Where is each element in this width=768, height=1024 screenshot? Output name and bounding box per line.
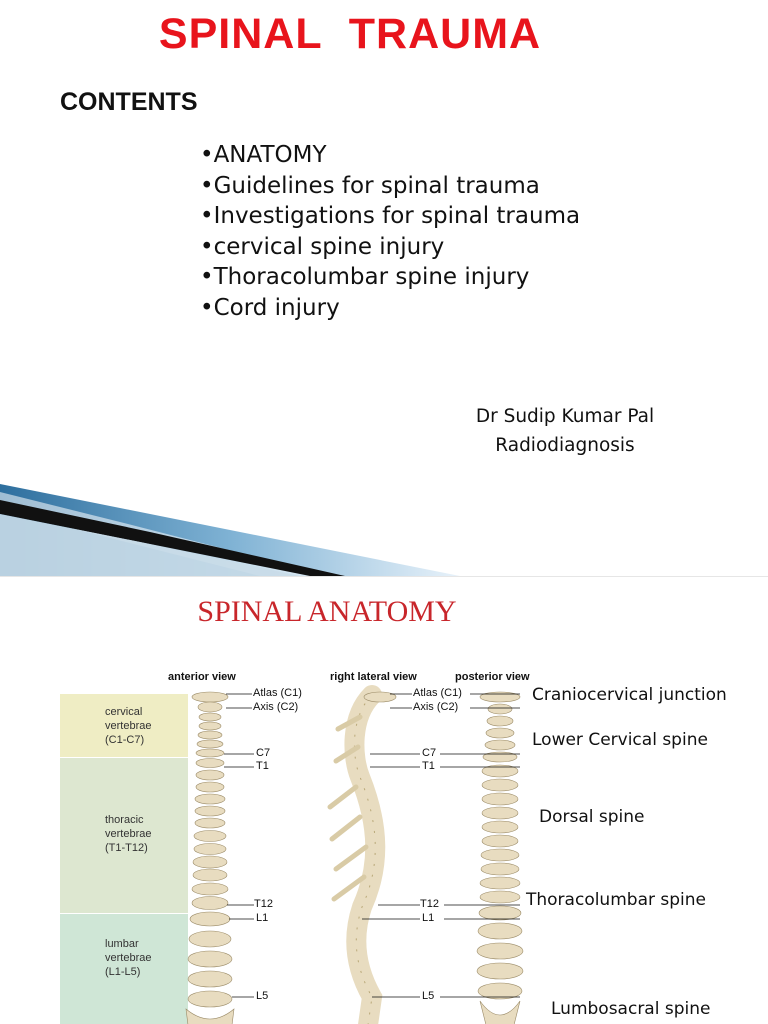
anatomy-slide: SPINAL ANATOMY anterior view right later… bbox=[0, 576, 768, 1024]
contents-item: Cord injury bbox=[200, 293, 580, 324]
label-t12-lateral: T12 bbox=[420, 898, 439, 910]
contents-item: Guidelines for spinal trauma bbox=[200, 171, 580, 202]
contents-item: ANATOMY bbox=[200, 140, 580, 171]
view-label-anterior: anterior view bbox=[168, 671, 236, 683]
label-l1-lateral: L1 bbox=[422, 912, 435, 924]
contents-heading: CONTENTS bbox=[60, 88, 198, 116]
lumbar-band-label: lumbar vertebrae (L1-L5) bbox=[105, 938, 152, 978]
label-l5: L5 bbox=[256, 990, 269, 1002]
lateral-spine bbox=[327, 685, 397, 1024]
cervical-band-label: cervical vertebrae (C1-C7) bbox=[105, 706, 152, 746]
title-slide: SPINAL TRAUMA CONTENTS ANATOMY Guideline… bbox=[0, 0, 768, 576]
author-name: Dr Sudip Kumar Pal bbox=[475, 406, 655, 427]
contents-item: Thoracolumbar spine injury bbox=[200, 262, 580, 293]
posterior-spine bbox=[476, 691, 524, 1024]
view-label-posterior: posterior view bbox=[455, 671, 530, 683]
region-lumbosacral: Lumbosacral spine bbox=[551, 999, 711, 1019]
thoracic-band-label: thoracic vertebrae (T1-T12) bbox=[105, 814, 152, 854]
label-axis: Axis (C2) bbox=[253, 701, 299, 713]
region-dorsal: Dorsal spine bbox=[539, 807, 645, 827]
label-axis-lateral: Axis (C2) bbox=[413, 701, 459, 713]
leader-lines bbox=[224, 693, 520, 998]
label-atlas-lateral: Atlas (C1) bbox=[413, 687, 462, 699]
slide-title: SPINAL ANATOMY bbox=[197, 595, 457, 628]
label-atlas: Atlas (C1) bbox=[253, 687, 302, 699]
slide-title: SPINAL TRAUMA bbox=[158, 10, 542, 58]
label-t1: T1 bbox=[256, 760, 269, 772]
region-craniocervical: Craniocervical junction bbox=[532, 685, 727, 705]
label-l5-lateral: L5 bbox=[422, 990, 435, 1002]
cervical-band bbox=[60, 694, 188, 757]
spine-diagram: anterior view right lateral view posteri… bbox=[0, 657, 768, 1024]
anterior-spine bbox=[185, 691, 235, 1024]
author-block: Dr Sudip Kumar Pal Radiodiagnosis bbox=[440, 402, 690, 460]
label-c7: C7 bbox=[256, 747, 271, 759]
label-c7-lateral: C7 bbox=[422, 747, 437, 759]
view-label-lateral: right lateral view bbox=[330, 671, 417, 683]
region-lower-cervical: Lower Cervical spine bbox=[532, 730, 708, 750]
contents-list: ANATOMY Guidelines for spinal trauma Inv… bbox=[200, 140, 580, 324]
contents-item: Investigations for spinal trauma bbox=[200, 201, 580, 232]
spine-illustration bbox=[185, 685, 524, 1024]
lumbar-band bbox=[60, 914, 188, 1024]
label-t1-lateral: T1 bbox=[422, 760, 435, 772]
label-t12: T12 bbox=[254, 898, 273, 910]
author-department: Radiodiagnosis bbox=[495, 435, 635, 456]
label-l1: L1 bbox=[256, 912, 269, 924]
decorative-swoosh bbox=[0, 484, 460, 576]
contents-item: cervical spine injury bbox=[200, 232, 580, 263]
region-thoracolumbar: Thoracolumbar spine bbox=[526, 890, 706, 910]
thoracic-band bbox=[60, 758, 188, 913]
